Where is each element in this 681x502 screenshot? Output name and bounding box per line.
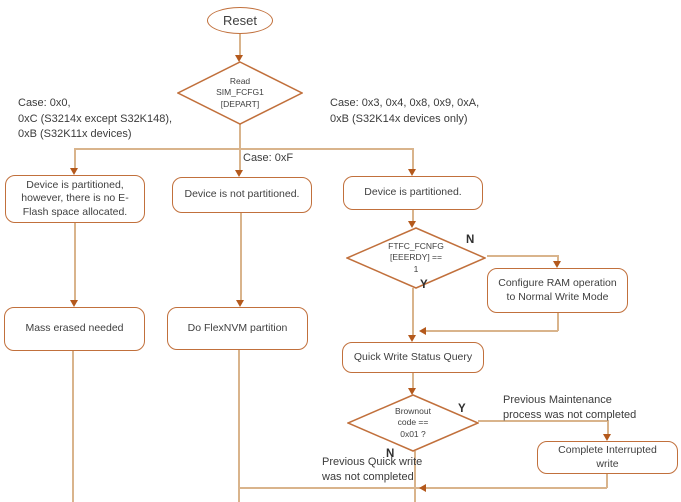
connector-brownout-no-drop (414, 451, 416, 502)
node-reset: Reset (207, 7, 273, 34)
arrow-into-mass-erase (70, 300, 78, 307)
arrow-into-flexnvm (236, 300, 244, 307)
connector-branch-horizontal (75, 148, 413, 150)
node-device-not-partitioned: Device is not partitioned. (172, 177, 312, 213)
connector-branch-right-drop (412, 148, 414, 170)
label-case-right: Case: 0x3, 0x4, 0x8, 0x9, 0xA, 0xB (S32K… (330, 97, 480, 125)
connector-to-mass-erase (74, 223, 76, 301)
connector-config-ram-down (557, 313, 559, 331)
arrow-into-partitioned-no-eflash (70, 168, 78, 175)
decision-brownout-shape (347, 394, 479, 452)
node-device-partitioned-no-eflash: Device is partitioned, however, there is… (5, 175, 145, 223)
connector-read-to-not-partitioned (239, 124, 241, 171)
node-quick-write-status-query: Quick Write Status Query (342, 342, 484, 373)
node-device-partitioned: Device is partitioned. (343, 176, 483, 210)
connector-flexnvm-continue (238, 350, 240, 502)
connector-query-to-brownout (412, 373, 414, 389)
connector-brownout-yes-horizontal (478, 420, 608, 422)
connector-eeerdy-no-horizontal (487, 255, 558, 257)
arrow-into-eeerdy (408, 221, 416, 228)
node-complete-interrupted-write: Complete Interrupted write (537, 441, 678, 474)
arrow-config-ram-join (419, 327, 426, 335)
arrow-into-partitioned (408, 169, 416, 176)
decision-eeerdy-shape (346, 227, 486, 289)
decision-read-sim-fcfg1: Read SIM_FCFG1 [DEPART] (216, 76, 264, 109)
label-brownout-yes: Y (458, 403, 466, 415)
connector-config-ram-return (425, 330, 558, 332)
arrow-into-query (408, 335, 416, 342)
connector-eeerdy-yes-drop (412, 288, 414, 336)
arrow-into-configure-ram (553, 261, 561, 268)
connector-to-flexnvm (240, 213, 242, 301)
node-do-flexnvm-partition: Do FlexNVM partition (167, 307, 308, 350)
node-mass-erase-needed: Mass erased needed (4, 307, 145, 351)
connector-complete-write-down (606, 474, 608, 488)
node-configure-ram: Configure RAM operation to Normal Write … (487, 268, 628, 313)
connector-branch-left-drop (74, 148, 76, 169)
label-case-0xf: Case: 0xF (243, 152, 294, 164)
decision-read-sim-fcfg1-shape (177, 61, 303, 125)
label-quick-write-note: Previous Quick write was not completed (322, 456, 423, 483)
decision-eeerdy: FTFC_FCNFG [EEERDY] == 1 (388, 241, 444, 274)
label-maintenance-note: Previous Maintenance process was not com… (503, 394, 637, 421)
arrow-into-not-partitioned (235, 170, 243, 177)
connector-brownout-yes-drop (607, 420, 609, 435)
label-eeerdy-no: N (466, 234, 475, 246)
connector-mass-erase-continue (72, 351, 74, 502)
label-case-left: Case: 0x0, 0xC (S3214x except S32K148), … (18, 97, 173, 140)
connector-reset-to-read (239, 34, 241, 56)
arrow-into-complete-write (603, 434, 611, 441)
decision-brownout: Brownout code == 0x01 ? (395, 406, 431, 439)
connector-eeerdy-no-drop (557, 255, 559, 262)
connector-partitioned-to-eeerdy (412, 210, 414, 222)
label-eeerdy-yes: Y (420, 279, 428, 291)
arrow-bottom-join (419, 484, 426, 492)
label-brownout-no: N (386, 448, 395, 460)
arrow-into-brownout (408, 388, 416, 395)
arrow-into-read (235, 55, 243, 62)
